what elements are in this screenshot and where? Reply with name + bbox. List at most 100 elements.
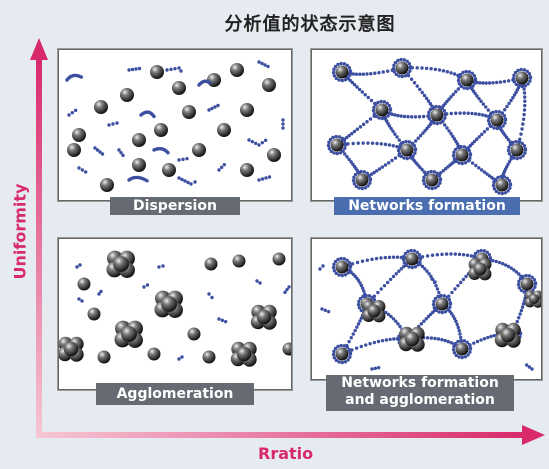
- particle: [355, 173, 369, 187]
- panel-networks: [311, 49, 542, 201]
- particle: [97, 350, 111, 364]
- particle: [460, 73, 474, 87]
- fiber-chain: [217, 317, 228, 324]
- particle: [132, 158, 146, 172]
- fiber-chain: [370, 365, 381, 371]
- particle: [132, 133, 146, 147]
- fiber-chain: [197, 79, 212, 87]
- particle: [232, 254, 246, 268]
- particle: [495, 178, 509, 192]
- coated-particle: [391, 57, 413, 79]
- agglomerate: [256, 309, 272, 325]
- agglomerate: [121, 326, 137, 342]
- coated-particle: [491, 174, 513, 196]
- particle: [425, 173, 439, 187]
- y-axis-arrow: [30, 38, 48, 60]
- particle: [430, 108, 444, 122]
- particle: [240, 103, 254, 117]
- fiber-chain: [65, 73, 84, 82]
- fiber-chain: [165, 66, 183, 73]
- agglomerate: [500, 327, 516, 343]
- fiber-chain: [107, 121, 119, 127]
- fiber-chain: [257, 175, 272, 182]
- particle: [67, 143, 81, 157]
- fiber-chain: [152, 146, 170, 155]
- networks-illustration: [326, 57, 533, 196]
- fiber-chain: [318, 264, 325, 271]
- particle: [202, 350, 216, 364]
- coated-particle: [511, 67, 533, 89]
- particle: [187, 327, 201, 341]
- fiber-chain: [127, 66, 142, 72]
- coated-particle: [331, 61, 353, 83]
- label-line-1: Networks formation: [341, 375, 499, 391]
- particle: [94, 100, 108, 114]
- particle: [87, 307, 101, 321]
- particle: [100, 178, 114, 192]
- coated-particle: [401, 248, 423, 270]
- coated-particle: [331, 256, 353, 278]
- particle: [272, 252, 286, 266]
- coated-particle: [426, 104, 448, 126]
- fiber-chain: [281, 118, 285, 130]
- agglomerate: [473, 262, 487, 276]
- particle: [207, 73, 221, 87]
- agglomerate: [161, 296, 177, 312]
- particle: [455, 342, 469, 356]
- particle: [72, 128, 86, 142]
- particle: [395, 61, 409, 75]
- particle: [490, 113, 504, 127]
- networks-agglomeration-illustration: [318, 248, 541, 371]
- agglomerate: [404, 331, 420, 347]
- x-axis-label: Rratio: [258, 444, 314, 463]
- particle: [147, 347, 161, 361]
- particle: [182, 105, 196, 119]
- coated-particle: [451, 144, 473, 166]
- agglomerate: [113, 256, 129, 272]
- particle: [335, 260, 349, 274]
- particle: [154, 123, 168, 137]
- x-axis-line: [36, 432, 526, 438]
- panel-agglomeration: [58, 238, 292, 390]
- fiber-chain: [157, 264, 165, 269]
- particle: [262, 78, 276, 92]
- particle: [335, 347, 349, 361]
- particle: [375, 103, 389, 117]
- fiber-chain: [139, 110, 156, 119]
- particle: [230, 63, 244, 77]
- coated-particle: [371, 99, 393, 121]
- coated-particle: [451, 338, 473, 360]
- fiber-chain: [142, 283, 150, 289]
- x-axis-arrow: [522, 425, 545, 445]
- fiber-chain: [283, 285, 291, 295]
- particle: [400, 143, 414, 157]
- fiber-chain: [524, 363, 534, 371]
- particle: [120, 88, 134, 102]
- particle: [330, 138, 344, 152]
- fiber-chain: [77, 166, 88, 174]
- particle: [240, 163, 254, 177]
- coated-particle: [421, 169, 443, 191]
- panel-label-agglomeration: Agglomeration: [96, 383, 254, 405]
- panel-label-networks-agglomeration: Networks formation and agglomeration: [326, 375, 514, 411]
- particle: [405, 252, 419, 266]
- panel-networks-agglomeration: [311, 238, 542, 380]
- particle: [520, 277, 534, 291]
- fiber-chain: [320, 307, 331, 314]
- fiber-chain: [93, 146, 105, 156]
- fiber-chain: [117, 148, 125, 158]
- fiber-chain: [255, 279, 262, 285]
- particle: [335, 65, 349, 79]
- agglomerate: [236, 346, 252, 362]
- y-axis-line: [36, 56, 42, 438]
- agglomerate: [528, 293, 540, 305]
- particle: [162, 163, 176, 177]
- fiber-chain: [247, 138, 268, 147]
- y-axis-label: Uniformity: [10, 183, 30, 280]
- fiber-chain: [257, 60, 270, 69]
- particle: [204, 257, 218, 271]
- agglomeration-illustration: [59, 250, 291, 367]
- coated-particle: [506, 139, 528, 161]
- coated-particle: [486, 109, 508, 131]
